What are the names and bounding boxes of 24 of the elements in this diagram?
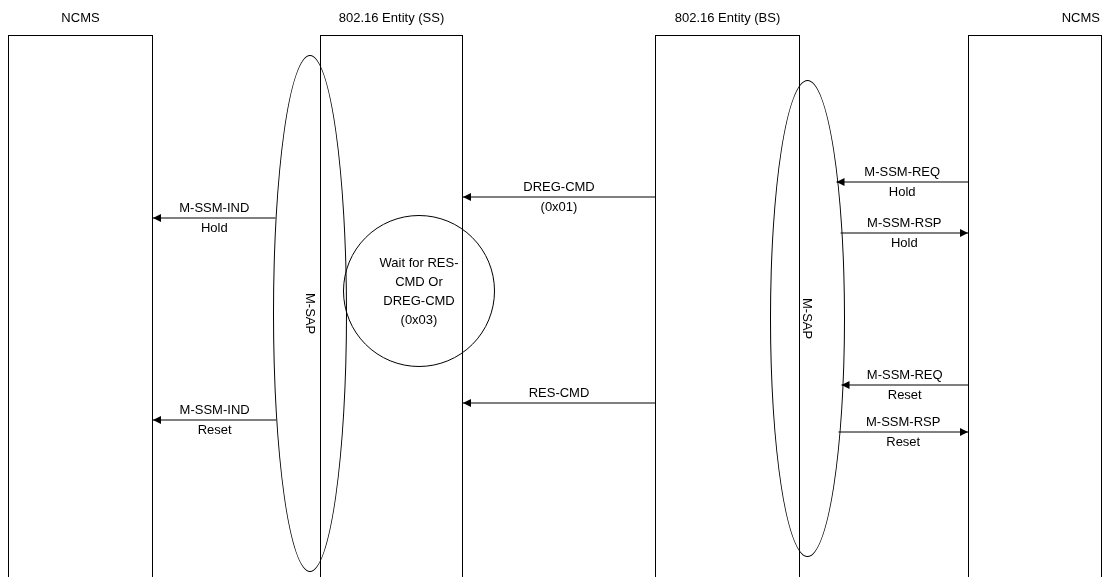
message-arrow [841, 381, 969, 389]
message-label: M-SSM-REQ Reset [865, 366, 944, 404]
message-label: M-SSM-IND Reset [178, 401, 251, 439]
lifeline-heading: NCMS [61, 10, 100, 25]
message-label: M-SSM-RSP Hold [866, 214, 943, 252]
lifeline-heading: 802.16 Entity (BS) [674, 10, 781, 25]
ellipse-label: Wait for RES-CMD Or DREG-CMD (0x03) [378, 254, 460, 329]
message-label: M-SSM-REQ Hold [863, 163, 942, 201]
message-label: RES-CMD [527, 384, 591, 402]
message-arrow [840, 229, 969, 237]
ellipse-label: M-SAP [302, 292, 318, 335]
sap-ellipse [770, 80, 845, 557]
message-arrow [462, 399, 656, 407]
message-arrow [152, 416, 277, 424]
lifeline-heading: NCMS [1061, 10, 1100, 25]
lifeline-heading: 802.16 Entity (SS) [338, 10, 445, 25]
ellipse-label: M-SAP [800, 297, 815, 340]
message-arrow [152, 214, 276, 222]
message-label: DREG-CMD (0x01) [522, 178, 596, 216]
message-arrow [838, 428, 969, 436]
message-label: M-SSM-RSP Reset [865, 413, 942, 451]
message-arrow [462, 193, 656, 201]
message-arrow [836, 178, 969, 186]
message-label: M-SSM-IND Hold [178, 199, 251, 237]
